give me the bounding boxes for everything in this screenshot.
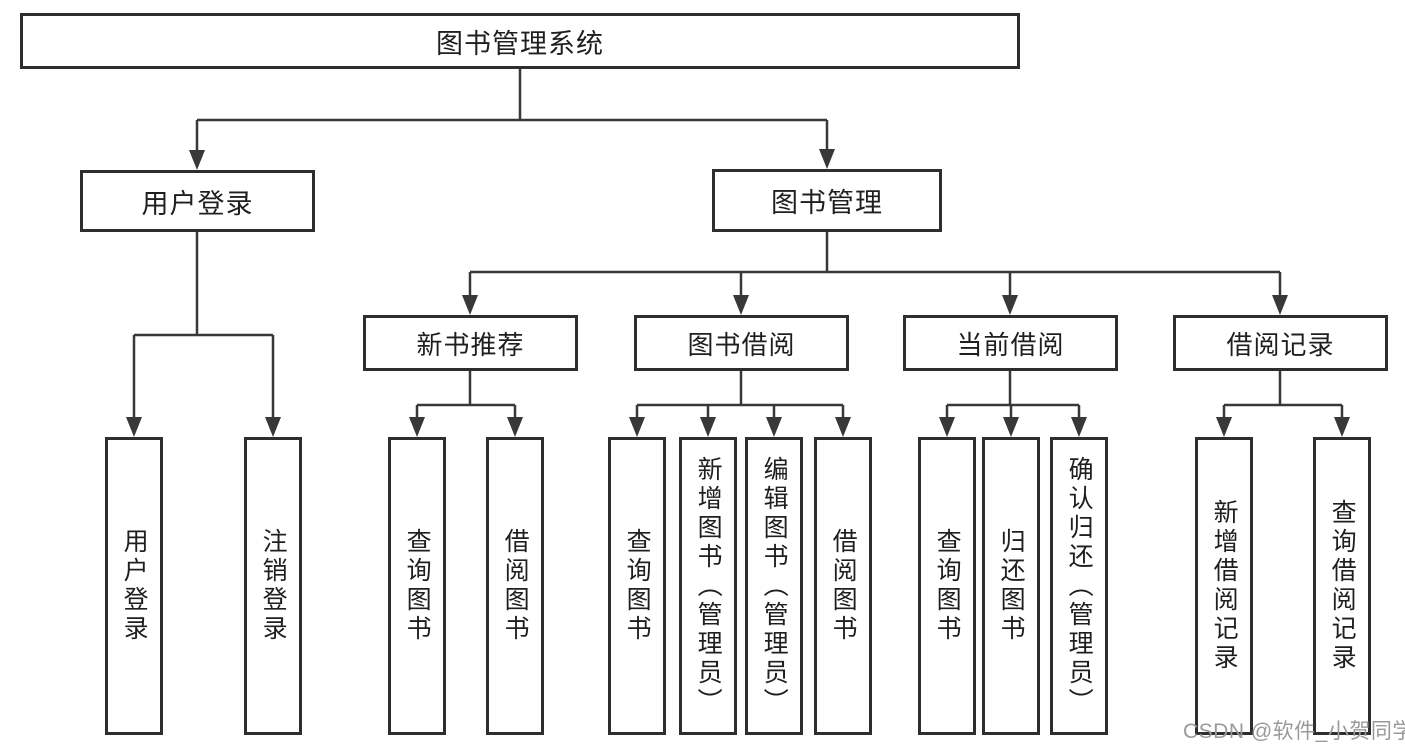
leaf-label: 编辑图书（管理员） <box>760 455 789 717</box>
node-label: 图书管理系统 <box>436 28 604 59</box>
node-library-management-system: 图书管理系统 <box>20 13 1020 69</box>
arrowhead <box>462 295 478 315</box>
node-current-borrow: 当前借阅 <box>903 315 1118 371</box>
leaf-confirm-return-admin: 确认归还（管理员） <box>1050 437 1108 735</box>
node-user-login: 用户登录 <box>80 170 315 232</box>
arrowhead <box>1071 417 1087 437</box>
leaf-label: 确认归还（管理员） <box>1065 455 1094 717</box>
arrowhead <box>1272 295 1288 315</box>
node-label: 新书推荐 <box>416 329 525 360</box>
node-book-borrow: 图书借阅 <box>634 315 849 371</box>
arrowhead <box>819 149 835 169</box>
arrowhead <box>507 417 523 437</box>
leaf-label: 查询图书 <box>403 528 432 644</box>
leaf-label: 查询图书 <box>623 528 652 644</box>
leaf-label: 借阅图书 <box>829 528 858 644</box>
node-label: 借阅记录 <box>1226 329 1335 360</box>
arrowhead <box>409 417 425 437</box>
arrowhead <box>1334 417 1350 437</box>
leaf-borrow-books-recommend: 借阅图书 <box>486 437 544 735</box>
node-label: 图书借阅 <box>687 329 796 360</box>
arrowhead <box>733 295 749 315</box>
leaf-user-login: 用户登录 <box>105 437 163 735</box>
node-label: 用户登录 <box>141 188 254 219</box>
arrowhead <box>189 150 205 170</box>
leaf-query-books-current: 查询图书 <box>918 437 976 735</box>
node-book-management: 图书管理 <box>712 169 942 232</box>
leaf-return-books: 归还图书 <box>982 437 1040 735</box>
leaf-logout: 注销登录 <box>244 437 302 735</box>
arrowhead <box>766 417 782 437</box>
arrowhead <box>1003 417 1019 437</box>
leaf-query-borrow-record: 查询借阅记录 <box>1313 437 1371 735</box>
leaf-query-books-recommend: 查询图书 <box>388 437 446 735</box>
node-new-book-recommend: 新书推荐 <box>363 315 578 371</box>
arrowhead <box>835 417 851 437</box>
arrowhead <box>700 417 716 437</box>
leaf-add-borrow-record: 新增借阅记录 <box>1195 437 1253 735</box>
leaf-label: 查询借阅记录 <box>1328 499 1357 673</box>
node-label: 当前借阅 <box>956 329 1065 360</box>
node-label: 图书管理 <box>771 188 883 218</box>
arrowhead <box>265 417 281 437</box>
leaf-query-books-borrow: 查询图书 <box>608 437 666 735</box>
leaf-label: 用户登录 <box>120 528 149 644</box>
leaf-label: 新增借阅记录 <box>1210 499 1239 673</box>
csdn-watermark: CSDN @软件_小贺同学 <box>1183 720 1405 743</box>
arrowhead <box>1002 295 1018 315</box>
leaf-borrow-books: 借阅图书 <box>814 437 872 735</box>
leaf-add-books-admin: 新增图书（管理员） <box>679 437 737 735</box>
arrowhead <box>629 417 645 437</box>
leaf-edit-books-admin: 编辑图书（管理员） <box>745 437 803 735</box>
leaf-label: 借阅图书 <box>501 528 530 644</box>
leaf-label: 新增图书（管理员） <box>694 455 723 717</box>
leaf-label: 归还图书 <box>997 528 1026 644</box>
arrowhead <box>126 417 142 437</box>
leaf-label: 查询图书 <box>933 528 962 644</box>
arrowhead <box>1216 417 1232 437</box>
node-borrow-records: 借阅记录 <box>1173 315 1388 371</box>
arrowhead <box>939 417 955 437</box>
leaf-label: 注销登录 <box>259 528 288 644</box>
